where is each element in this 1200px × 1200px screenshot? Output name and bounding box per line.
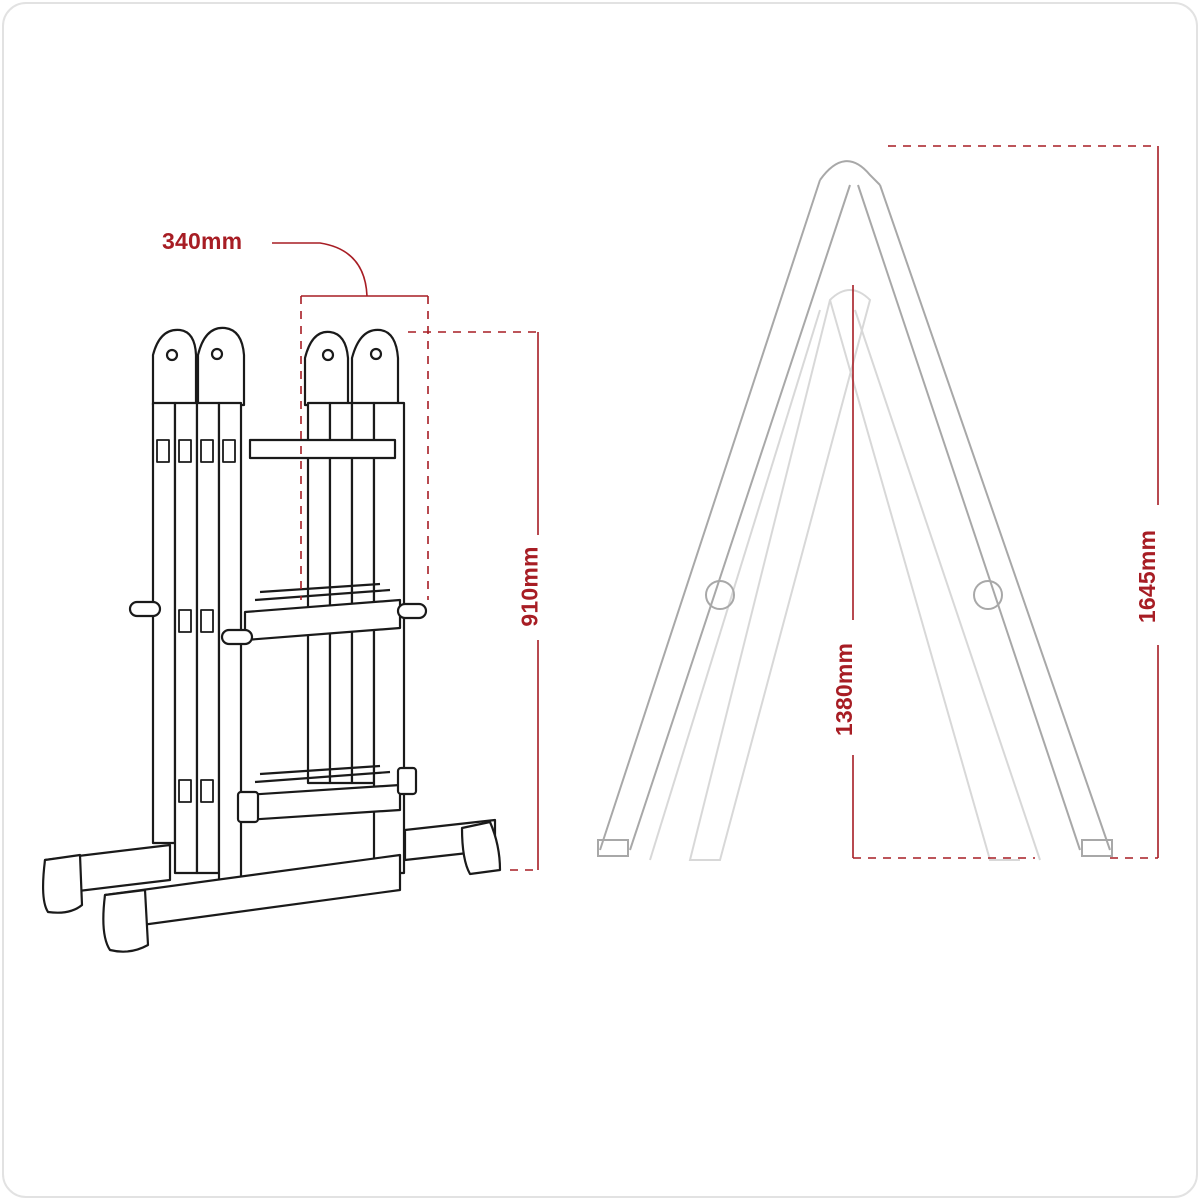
a-frame-ladder-outer xyxy=(597,160,1113,857)
inner-height-dimension xyxy=(852,285,1035,859)
a-frame-ladder xyxy=(649,289,1041,861)
folded-ladder xyxy=(41,326,502,953)
width-label: 340mm xyxy=(162,228,243,254)
open-height-label: 1645mm xyxy=(1134,529,1161,624)
open-height-dimension xyxy=(888,145,1159,859)
folded-height-label: 910mm xyxy=(516,546,543,627)
width-dimension xyxy=(272,242,429,600)
folded-height-dimension xyxy=(408,331,539,871)
inner-height-label: 1380mm xyxy=(831,642,858,737)
